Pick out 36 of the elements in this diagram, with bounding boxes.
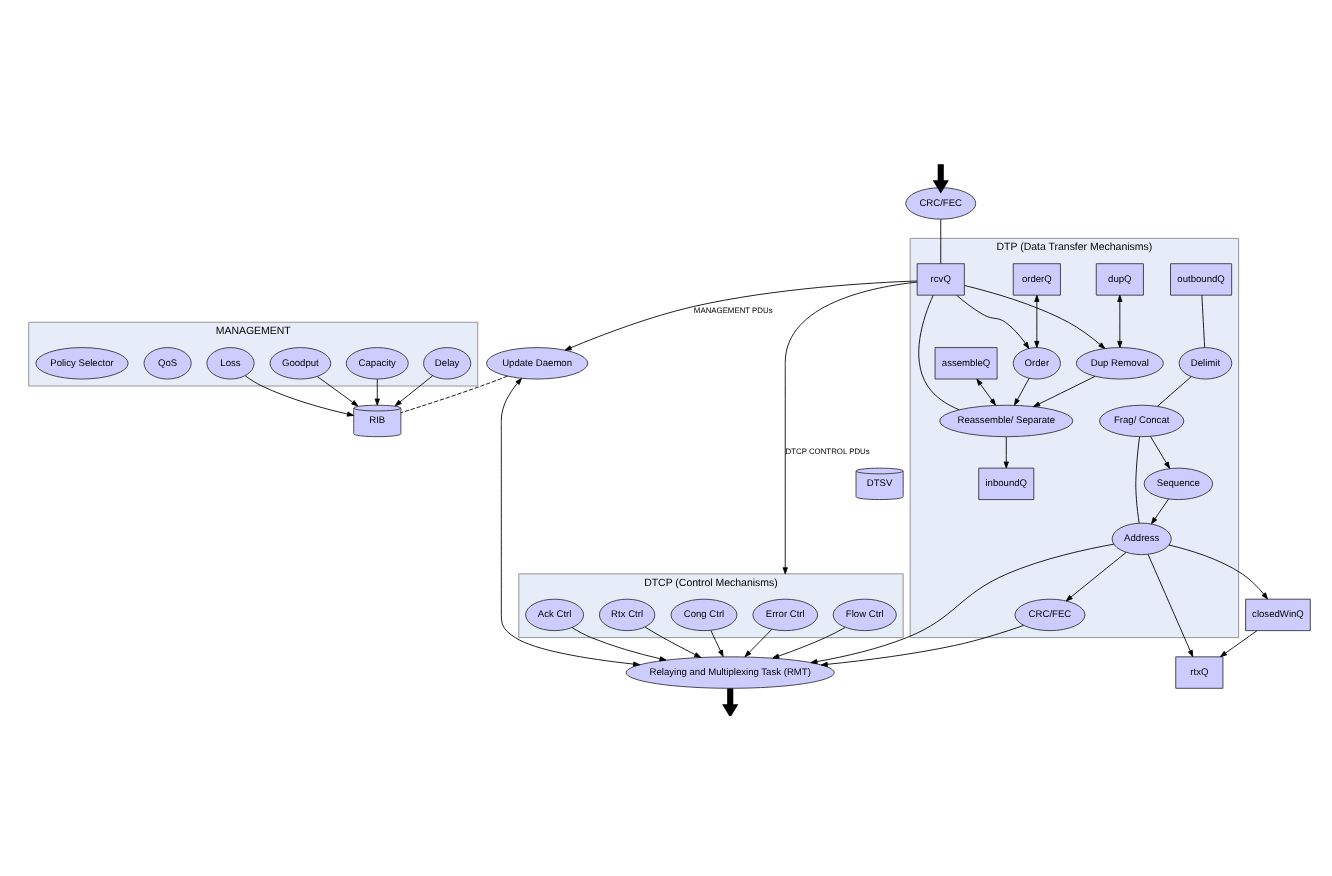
arrow <box>374 378 380 406</box>
arrow <box>500 378 641 667</box>
arrow <box>317 376 359 407</box>
arrow <box>394 375 434 407</box>
arrow <box>722 688 739 716</box>
connector <box>1201 294 1206 348</box>
connector <box>1156 376 1192 407</box>
arrow <box>964 285 1106 349</box>
arrow <box>710 630 724 657</box>
arrow <box>1065 551 1127 602</box>
arrow <box>1168 544 1268 600</box>
arrow <box>1117 294 1123 348</box>
arrow <box>1003 436 1009 469</box>
arrow <box>744 628 773 658</box>
arrow <box>564 280 918 351</box>
connector <box>1135 436 1140 524</box>
arrow <box>1151 498 1169 525</box>
arrow <box>1014 377 1030 406</box>
arrow <box>956 294 1030 349</box>
arrow <box>820 625 1025 667</box>
arrow <box>1150 436 1170 469</box>
arrow <box>244 375 354 417</box>
arrow <box>1220 630 1258 658</box>
arrow <box>810 543 1115 665</box>
arrow <box>571 627 667 662</box>
connector <box>400 375 508 414</box>
arrow <box>782 281 918 575</box>
arrow <box>644 626 702 658</box>
arrow <box>976 378 996 406</box>
connector <box>918 294 960 411</box>
connector <box>940 218 942 264</box>
arrow <box>932 164 949 194</box>
arrow <box>1033 375 1096 408</box>
arrow <box>1034 294 1040 348</box>
arrow <box>772 627 846 659</box>
arrow <box>1147 553 1194 658</box>
